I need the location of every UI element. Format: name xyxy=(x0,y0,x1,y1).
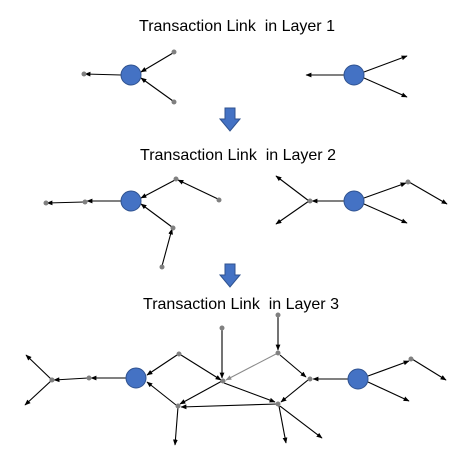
account-node xyxy=(120,64,142,86)
edge xyxy=(363,55,408,73)
edge xyxy=(223,382,276,403)
intermediate-node xyxy=(176,351,182,357)
edge xyxy=(180,403,278,410)
edge xyxy=(225,353,277,381)
edge xyxy=(275,200,310,225)
intermediate-node xyxy=(405,179,411,185)
edge xyxy=(411,358,447,381)
edge xyxy=(179,380,223,405)
edge xyxy=(367,360,410,377)
intermediate-node xyxy=(216,197,222,203)
edge xyxy=(279,354,307,378)
edge xyxy=(279,405,323,439)
intermediate-node xyxy=(171,99,177,105)
edge xyxy=(146,354,178,376)
intermediate-node xyxy=(173,176,179,182)
layer-1-title: Transaction Link in Layer 1 xyxy=(139,18,335,35)
edge xyxy=(146,381,177,406)
edge xyxy=(278,405,288,444)
account-node xyxy=(125,367,147,389)
edge xyxy=(53,377,89,383)
edge xyxy=(140,179,176,199)
edge xyxy=(140,77,174,102)
intermediate-node xyxy=(86,375,92,381)
intermediate-node xyxy=(49,377,55,383)
intermediate-node xyxy=(43,200,49,206)
intermediate-node xyxy=(171,49,177,55)
edge xyxy=(363,77,408,98)
edge xyxy=(24,379,53,406)
edge xyxy=(177,179,219,200)
edge xyxy=(140,52,174,73)
intermediate-node xyxy=(307,376,313,382)
edge xyxy=(408,181,448,205)
intermediate-node xyxy=(219,325,225,331)
intermediate-node xyxy=(307,198,313,204)
edge xyxy=(84,71,122,77)
layer-3-graph xyxy=(24,312,447,446)
edge xyxy=(46,200,85,206)
edge xyxy=(25,354,53,381)
layer-2-title: Transaction Link in Layer 2 xyxy=(140,147,336,164)
layer-3-title: Transaction Link in Layer 3 xyxy=(143,296,339,313)
account-node xyxy=(120,190,142,212)
intermediate-node xyxy=(275,350,281,356)
edge xyxy=(140,203,173,228)
intermediate-node xyxy=(82,199,88,205)
edge xyxy=(363,203,408,224)
down-arrow-icon xyxy=(218,263,242,288)
edge xyxy=(161,228,173,267)
edge xyxy=(280,379,309,403)
account-node xyxy=(347,368,369,390)
edge xyxy=(363,182,407,199)
edge xyxy=(173,406,179,446)
intermediate-node xyxy=(175,403,181,409)
layer-2-graph xyxy=(43,175,448,270)
intermediate-node xyxy=(408,356,414,362)
down-arrow-icon xyxy=(218,107,242,132)
intermediate-node xyxy=(275,312,281,318)
intermediate-node xyxy=(81,71,87,77)
intermediate-node xyxy=(170,225,176,231)
edge xyxy=(180,354,222,381)
intermediate-node xyxy=(275,401,281,407)
account-node xyxy=(343,190,365,212)
layer-1-graph xyxy=(81,49,408,105)
intermediate-node xyxy=(220,378,226,384)
intermediate-node xyxy=(159,264,165,270)
edge xyxy=(367,381,410,402)
account-node xyxy=(343,64,365,86)
edge xyxy=(275,175,310,202)
